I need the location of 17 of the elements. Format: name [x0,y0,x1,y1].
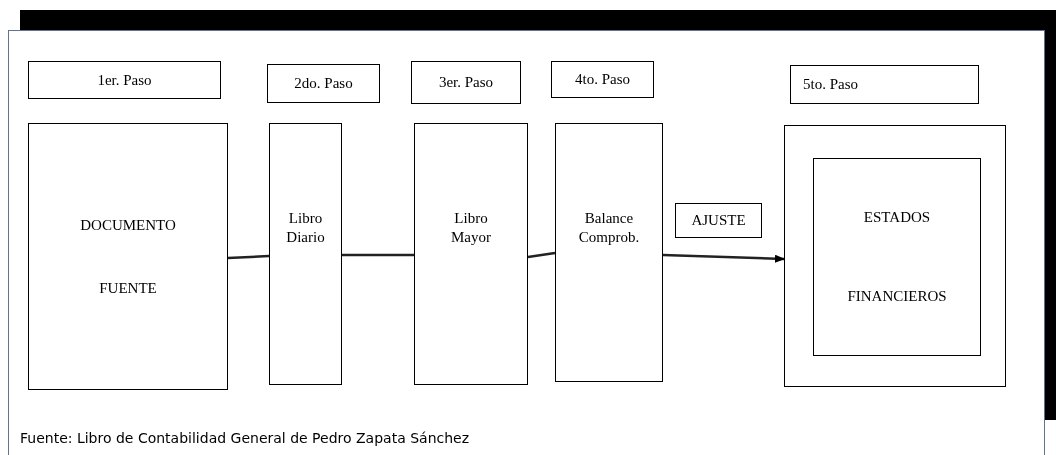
step-label-box: AJUSTE [675,203,762,238]
step-label-box: 2do. Paso [267,64,380,103]
process-box: Libro Diario [269,123,342,385]
connector-line [527,251,556,259]
caption: Fuente: Libro de Contabilidad General de Pedro Zapata Sánchez [20,429,470,448]
step-label-box: 1er. Paso [28,61,221,99]
process-box: ESTADOS FINANCIEROS [813,158,981,356]
connector-line [342,253,414,257]
process-box: DOCUMENTO FUENTE [28,123,228,390]
process-box: Libro Mayor [414,123,528,385]
connector-line [227,254,270,260]
process-box: Balance Comprob. [555,123,663,382]
step-label-box: 5to. Paso [790,65,979,104]
outer-box [784,125,1006,387]
step-label-box: 3er. Paso [411,61,521,104]
step-label-box: 4to. Paso [551,61,654,98]
arrow [662,253,785,263]
